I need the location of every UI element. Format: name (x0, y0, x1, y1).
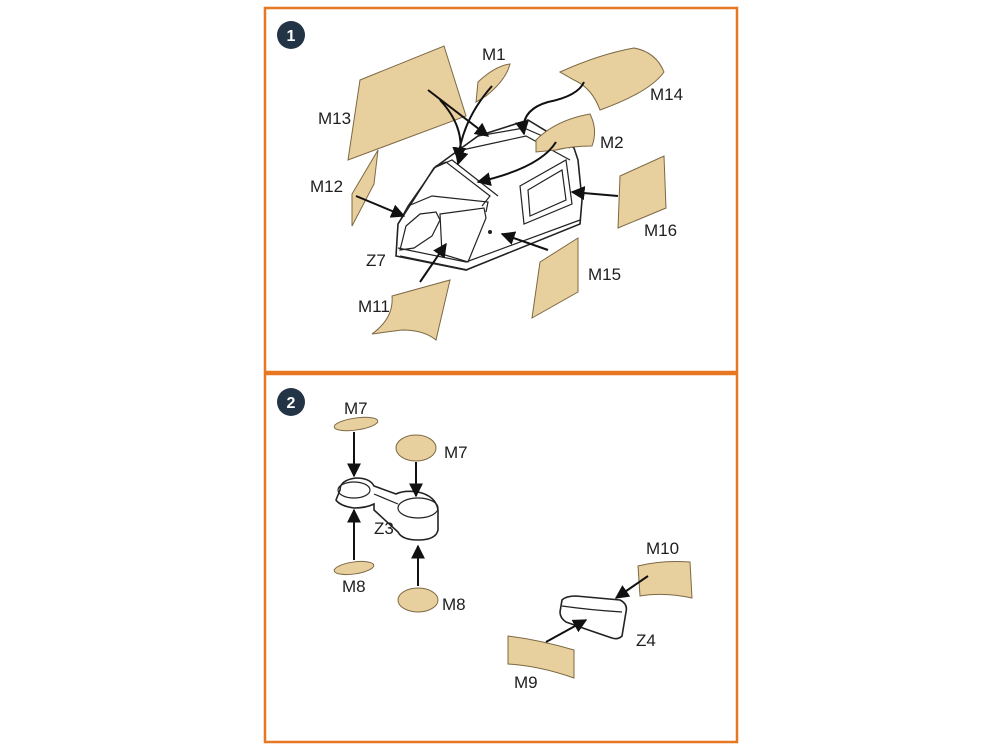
mask-m12 (351, 149, 379, 227)
canopy-z7 (395, 119, 583, 271)
arrow-m14 (515, 81, 585, 136)
mask-m16 (617, 155, 667, 229)
mask-m10 (637, 561, 693, 599)
step-2-frame (263, 372, 739, 744)
arrow-m11 (419, 242, 447, 283)
step-1-frame (263, 6, 739, 374)
label-m7-left: M7 (344, 399, 368, 418)
mask-m9 (507, 635, 575, 679)
arrow-m12 (355, 195, 406, 218)
label-m11: M11 (358, 297, 390, 316)
label-m16: M16 (644, 221, 677, 240)
label-m2: M2 (600, 133, 624, 152)
mask-m1 (475, 63, 511, 103)
step-1-badge: 1 (277, 21, 305, 49)
arrow-m15 (500, 231, 549, 251)
label-m8-right: M8 (442, 595, 466, 614)
arrow-m2 (476, 141, 557, 187)
label-m1: M1 (482, 45, 506, 64)
arrow-m9 (545, 619, 588, 643)
label-z3: Z3 (374, 519, 394, 538)
label-m8-left: M8 (342, 577, 366, 596)
arrow-m1 (452, 85, 493, 162)
label-m12: M12 (310, 177, 343, 196)
arrow-m16 (570, 186, 619, 201)
label-m7-right: M7 (444, 443, 468, 462)
mask-m15 (531, 237, 579, 319)
step-2-badge: 2 (277, 388, 305, 416)
label-m13: M13 (318, 109, 351, 128)
mask-m2 (535, 113, 596, 153)
mask-m7-right (395, 434, 437, 462)
arrow-m13 (427, 89, 490, 137)
label-z4: Z4 (636, 631, 656, 650)
mask-m13 (347, 45, 467, 161)
label-m14: M14 (650, 85, 683, 104)
label-m9: M9 (514, 673, 538, 692)
label-m15: M15 (588, 265, 621, 284)
part-z4 (559, 595, 628, 640)
mask-m7-left (333, 416, 379, 432)
step-1-number: 1 (287, 28, 296, 45)
step-2-number: 2 (287, 395, 296, 412)
mask-m8-left (333, 560, 375, 576)
step-2-panel: 2 M7 M7 Z3 M8 M8 M1 (263, 372, 739, 744)
label-z7: Z7 (366, 251, 386, 270)
step-1-panel: 1 (263, 6, 739, 374)
mask-m8-right (397, 587, 439, 613)
label-m10: M10 (646, 539, 679, 558)
arrow-m10 (614, 575, 649, 599)
mask-m11 (371, 279, 451, 341)
mask-m14 (558, 47, 665, 111)
